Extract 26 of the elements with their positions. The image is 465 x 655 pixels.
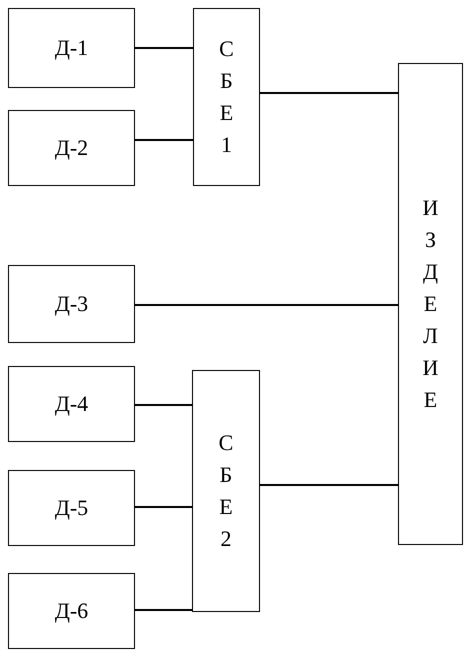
box-label: Д-4 (54, 391, 88, 417)
part-box (8, 8, 135, 88)
part-box (8, 573, 135, 649)
unit-box (193, 8, 260, 186)
unit-box (398, 63, 463, 545)
part-box (8, 366, 135, 442)
unit-box (192, 370, 260, 612)
connector-line (135, 304, 398, 306)
connector-line (260, 484, 398, 486)
box-label: СБЕ 1 (218, 35, 235, 159)
connector-line (135, 47, 193, 49)
part-box (8, 470, 135, 546)
box-label: Д-5 (54, 495, 88, 521)
part-box (8, 265, 135, 343)
part-box (8, 110, 135, 186)
box-label: Д-1 (54, 35, 88, 61)
box-label: Д-2 (54, 135, 88, 161)
box-label: ИЗДЕЛИЕ (422, 194, 440, 414)
connector-line (260, 92, 398, 94)
connector-line (135, 404, 192, 406)
box-label: Д-6 (54, 598, 88, 624)
box-label: Д-3 (54, 291, 88, 317)
connector-line (135, 506, 192, 508)
box-label: СБЕ 2 (218, 429, 234, 553)
connector-line (135, 139, 193, 141)
connector-line (135, 609, 192, 611)
